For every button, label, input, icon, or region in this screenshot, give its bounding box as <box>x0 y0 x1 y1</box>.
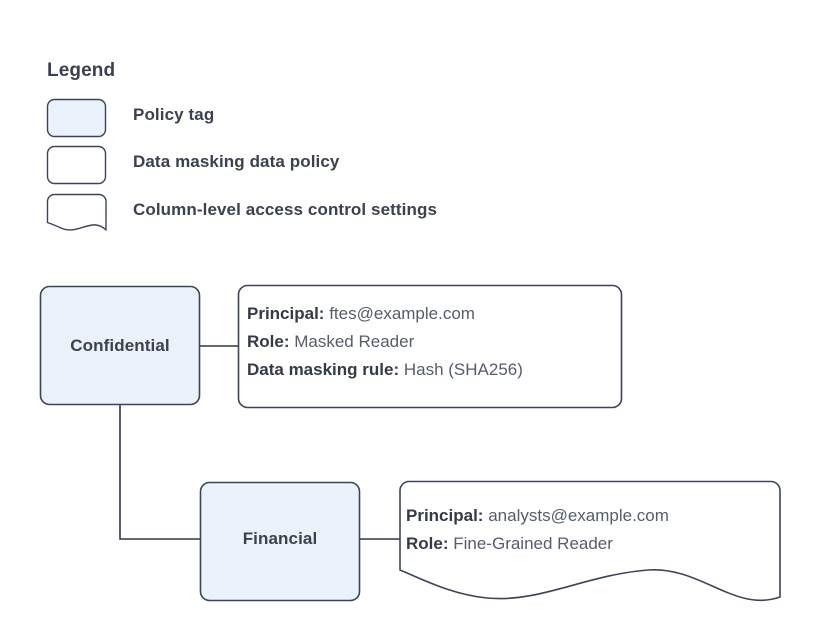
node-confidential[interactable] <box>39 285 201 406</box>
note-row: Principal: analysts@example.com <box>406 502 669 530</box>
note-row-value: ftes@example.com <box>329 304 475 323</box>
legend-swatch-policy-tag <box>46 98 107 138</box>
node-label-financial: Financial <box>242 529 318 548</box>
note-row: Data masking rule: Hash (SHA256) <box>247 356 523 384</box>
node-label-confidential: Confidential <box>70 336 170 355</box>
legend-label-policy-tag: Policy tag <box>133 105 215 124</box>
legend-swatch-column-level-settings <box>46 193 107 231</box>
note-confidential-shape[interactable] <box>237 284 623 409</box>
note-row-label: Role: <box>247 332 290 351</box>
note-row: Principal: ftes@example.com <box>247 300 523 328</box>
connector-confidential-to-financial <box>119 404 200 540</box>
note-financial-shape[interactable] <box>399 480 781 602</box>
note-confidential-content: Principal: ftes@example.com Role: Masked… <box>247 300 523 384</box>
note-row-label: Principal: <box>247 304 325 323</box>
note-row-value: Masked Reader <box>294 332 415 351</box>
note-row-value: analysts@example.com <box>488 506 669 525</box>
legend-swatch-data-masking-policy <box>46 145 107 185</box>
note-financial-content: Principal: analysts@example.com Role: Fi… <box>406 502 669 558</box>
node-financial[interactable] <box>199 481 361 602</box>
note-row-value: Hash (SHA256) <box>403 360 523 379</box>
note-row-label: Principal: <box>406 506 484 525</box>
legend-label-column-level-settings: Column-level access control settings <box>133 200 438 219</box>
note-row-label: Role: <box>406 534 449 553</box>
note-row-label: Data masking rule: <box>247 360 400 379</box>
note-row: Role: Fine-Grained Reader <box>406 530 669 558</box>
legend-label-data-masking-policy: Data masking data policy <box>133 152 340 171</box>
note-row: Role: Masked Reader <box>247 328 523 356</box>
legend-title: Legend <box>47 60 116 81</box>
note-row-value: Fine-Grained Reader <box>453 534 613 553</box>
